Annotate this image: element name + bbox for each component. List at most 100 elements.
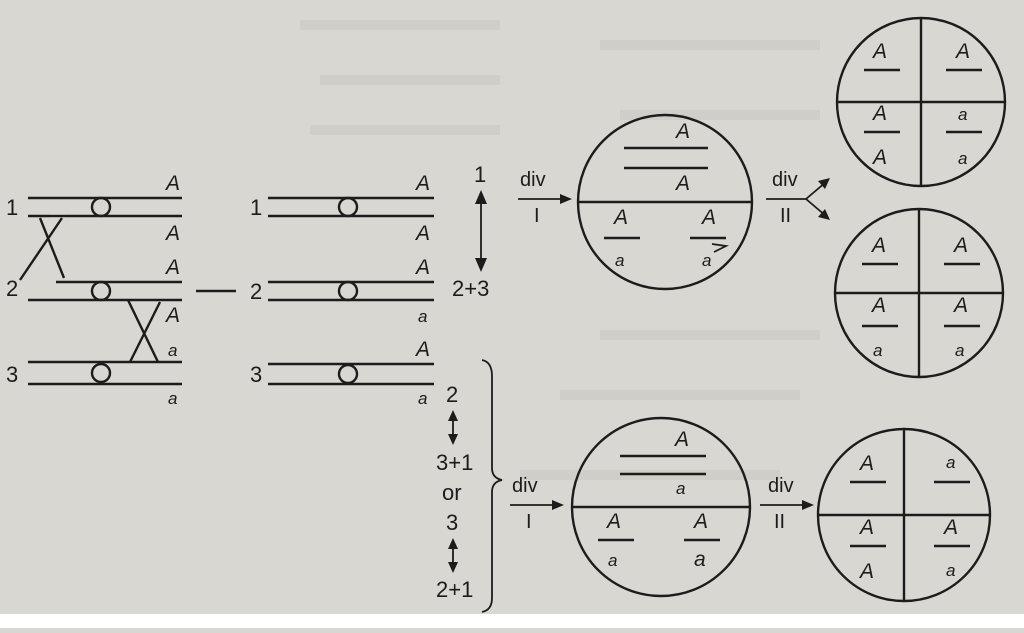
upper-div2-arrowhead-down	[818, 209, 830, 220]
p2-label-3: 3	[250, 362, 262, 387]
p1-label-1: 1	[6, 195, 18, 220]
upper-pair-arrow-down	[475, 258, 487, 272]
p1-allele-4: A	[164, 304, 180, 327]
lower-opt2-arrow-up	[448, 538, 458, 549]
upper-dyad-top-allele-1: A	[674, 120, 690, 143]
lower-opt1-bottom: 3+1	[436, 450, 473, 475]
upper-pair-arrow-up	[475, 190, 487, 204]
upper-div2: div II	[766, 169, 830, 227]
p1-allele-2: A	[164, 222, 180, 245]
lower-dyad-br-top: A	[692, 510, 708, 533]
p2-label-1: 1	[250, 195, 262, 220]
lower-div2-label: div	[768, 475, 794, 497]
p1-centromere-3	[90, 362, 112, 384]
lower-opt2-top: 3	[446, 510, 458, 535]
p2-allele-5: A	[414, 338, 430, 361]
upper-pairing: 1 2+3	[452, 162, 489, 301]
upper-div2-label: div	[772, 169, 798, 191]
p1-cross-c	[126, 299, 160, 363]
upper-div2-arrowhead-up	[818, 178, 830, 189]
tetrad-2-bl-top: A	[870, 294, 886, 317]
lower-div1-arrowhead	[552, 500, 564, 510]
background-texture	[300, 20, 820, 480]
lower-opt2-arrow-down	[448, 562, 458, 573]
lower-div2-arrowhead	[802, 500, 814, 510]
lower-opt1-arrow-up	[448, 410, 458, 421]
p1-centromere-2	[90, 280, 112, 302]
tetrad-2-br-bottom: a	[955, 341, 964, 360]
tetrad-2-bl-bottom: a	[873, 341, 882, 360]
tetrad-3-tr-top: a	[946, 453, 955, 472]
lower-opt2-bottom: 2+1	[436, 577, 473, 602]
lower-dyad-bl-top: A	[605, 510, 621, 533]
tetrad-1-bl-bottom: A	[871, 146, 887, 169]
p2-allele-1: A	[414, 172, 430, 195]
upper-div1: div I	[518, 169, 572, 227]
upper-dyad-br-bottom: a	[702, 251, 711, 270]
tetrad-3-br-top: A	[942, 516, 958, 539]
upper-dyad: A A A a A a	[576, 113, 754, 291]
lower-div1-label: div	[512, 475, 538, 497]
lower-opt1-top: 2	[446, 382, 458, 407]
tetrad-2-br-top: A	[952, 294, 968, 317]
panel-chromatids: 1 2 3 A A A a A a	[250, 172, 434, 408]
tetrad-2-tr-top: A	[952, 234, 968, 257]
p2-allele-4: a	[418, 307, 427, 326]
tetrad-1: A A A A a a	[835, 16, 1007, 188]
lower-opt1-arrow-down	[448, 434, 458, 445]
upper-dyad-bl-top: A	[612, 206, 628, 229]
p1-cross-b	[38, 217, 66, 279]
p2-allele-6: a	[418, 389, 427, 408]
p1-allele-6: a	[168, 389, 177, 408]
p2-allele-2: A	[414, 222, 430, 245]
lower-pairing: 2 3+1 or 3 2+1	[436, 359, 503, 613]
p1-label-2: 2	[6, 276, 18, 301]
lower-brace	[481, 359, 503, 613]
p2-centromere-2	[337, 280, 359, 302]
upper-dyad-bl-bottom: a	[615, 251, 624, 270]
lower-dyad: A a A a A a	[570, 416, 752, 598]
p2-label-2: 2	[250, 279, 262, 304]
tetrad-1-br-bottom: a	[958, 149, 967, 168]
p1-centromere-1	[90, 196, 112, 218]
upper-div1-numeral: I	[534, 205, 540, 227]
lower-div2-numeral: II	[774, 511, 785, 533]
upper-pair-top: 1	[474, 162, 486, 187]
p2-centromere-3	[337, 363, 359, 385]
p2-allele-3: A	[414, 256, 430, 279]
tetrad-1-tr-top: A	[954, 40, 970, 63]
p1-allele-5: a	[168, 341, 177, 360]
lower-dyad-top-allele-2: a	[676, 479, 685, 498]
p1-label-3: 3	[6, 362, 18, 387]
lower-div2: div II	[760, 475, 814, 533]
tetrad-1-br-top: a	[958, 105, 967, 124]
upper-div1-arrowhead	[560, 194, 572, 204]
upper-pair-bottom: 2+3	[452, 276, 489, 301]
lower-dyad-top-allele-1: A	[673, 428, 689, 451]
lower-or: or	[442, 480, 462, 505]
lower-dyad-bl-bottom: a	[608, 551, 617, 570]
lower-div1: div I	[510, 475, 564, 533]
page-bottom-edge	[0, 614, 1024, 628]
tetrad-2-tl-top: A	[870, 234, 886, 257]
p1-allele-1: A	[164, 172, 180, 195]
upper-div1-label: div	[520, 169, 546, 191]
upper-dyad-br-top: A	[700, 206, 716, 229]
tetrad-1-tl-top: A	[871, 40, 887, 63]
tetrad-3-bl-bottom: A	[858, 560, 874, 583]
tetrad-3-tl-top: A	[858, 452, 874, 475]
p2-centromere-1	[337, 196, 359, 218]
upper-div2-numeral: II	[780, 205, 791, 227]
panel-crossing-over: 1 2 3 A A A A a a	[6, 172, 182, 408]
tetrad-3: A a A A A a	[816, 427, 992, 603]
upper-dyad-tick	[711, 243, 729, 253]
upper-dyad-top-allele-2: A	[674, 172, 690, 195]
lower-div1-numeral: I	[526, 511, 532, 533]
p1-allele-3: A	[164, 256, 180, 279]
tetrad-3-br-bottom: a	[946, 561, 955, 580]
p1-cross-d	[128, 301, 162, 363]
tetrad-2: A A A a A a	[833, 207, 1005, 379]
tetrad-1-bl-top: A	[871, 102, 887, 125]
